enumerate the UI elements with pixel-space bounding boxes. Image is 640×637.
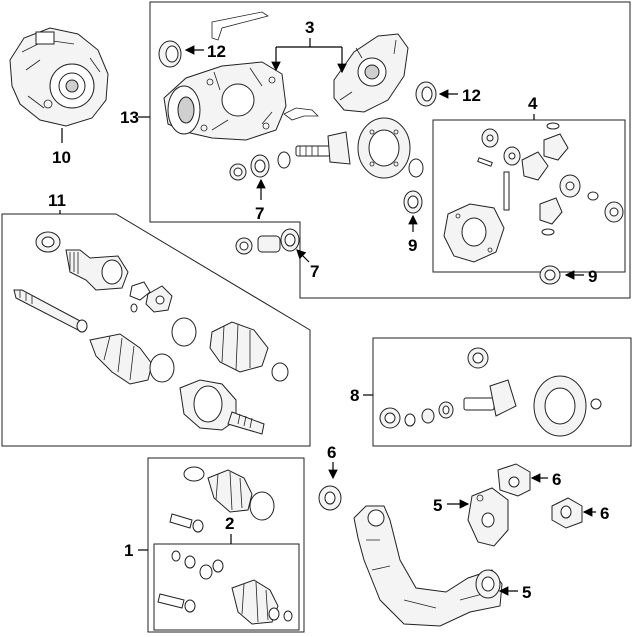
differential-case-cover xyxy=(333,33,409,113)
callout-7b: 7 xyxy=(310,262,319,281)
group-box-13 xyxy=(149,1,631,299)
boot-kit-1 xyxy=(169,466,275,533)
mount-bracket-6-top xyxy=(497,463,531,497)
callout-5a: 5 xyxy=(433,496,442,515)
differential-case-internals xyxy=(443,122,624,263)
callout-5b: 5 xyxy=(522,583,531,602)
callout-9a: 9 xyxy=(408,236,417,255)
clip xyxy=(283,107,319,121)
differential-carrier-case xyxy=(163,61,287,141)
callout-3: 3 xyxy=(305,18,314,37)
gasket xyxy=(211,11,269,41)
side-bearing-9-top xyxy=(403,190,423,214)
oil-seal-12-right xyxy=(415,81,437,107)
callout-12a: 12 xyxy=(207,42,226,61)
group-box-1 xyxy=(147,457,305,633)
support-bracket-5-upper xyxy=(467,487,509,547)
rear-differential-assembly xyxy=(9,27,109,127)
side-bearing-9-bottom xyxy=(539,265,561,285)
mount-bushing-6-right xyxy=(551,497,583,529)
drive-shaft-parts xyxy=(13,231,289,435)
callout-7a: 7 xyxy=(255,204,264,223)
washer xyxy=(408,158,424,178)
leader-7b xyxy=(296,249,310,263)
pinion-bearing-parts-lower xyxy=(235,228,300,255)
group-box-11 xyxy=(1,213,311,447)
ring-gear xyxy=(357,117,411,179)
callout-12b: 12 xyxy=(462,86,481,105)
callout-6a: 6 xyxy=(327,443,336,462)
callout-4: 4 xyxy=(528,94,538,113)
callout-9b: 9 xyxy=(588,267,597,286)
rear-support-member-5 xyxy=(353,505,503,627)
group-box-4 xyxy=(432,119,626,273)
boot-kit-2 xyxy=(157,550,293,625)
callout-11: 11 xyxy=(48,191,66,210)
mount-bushing-6-left xyxy=(318,485,342,511)
callout-8: 8 xyxy=(350,386,359,405)
callout-6b: 6 xyxy=(552,470,561,489)
callout-2: 2 xyxy=(225,514,234,533)
oil-seal-12-left xyxy=(158,40,182,68)
ring-and-pinion-kit xyxy=(379,347,602,437)
callout-6c: 6 xyxy=(600,504,609,523)
group-box-2 xyxy=(153,543,300,631)
callout-13: 13 xyxy=(120,108,139,127)
callout-1: 1 xyxy=(124,541,133,560)
callout-10: 10 xyxy=(52,148,71,167)
group-box-8 xyxy=(372,337,632,447)
pinion-bearing-parts xyxy=(229,151,291,181)
drive-pinion xyxy=(295,131,351,165)
